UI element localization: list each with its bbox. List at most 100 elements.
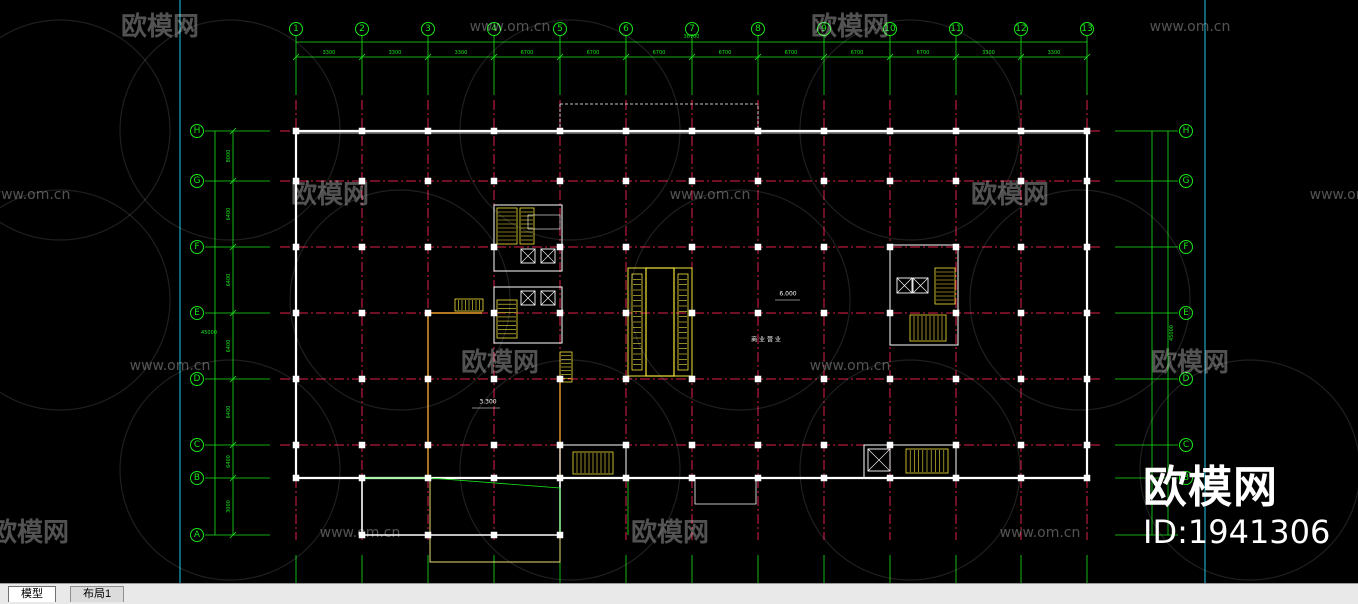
structural-column xyxy=(952,177,960,185)
structural-column xyxy=(292,177,300,185)
structural-column xyxy=(820,243,828,251)
dimension-tick xyxy=(490,53,498,61)
structural-column xyxy=(490,243,498,251)
axis-label-row-left: G xyxy=(194,176,201,186)
axis-bubble-row-left xyxy=(190,306,204,320)
structural-column xyxy=(820,127,828,135)
dimension-tick xyxy=(1017,53,1025,61)
structural-column xyxy=(952,127,960,135)
axis-bubble-col xyxy=(355,22,369,36)
watermark-url: www.om.cn xyxy=(0,187,70,203)
stair-flight xyxy=(905,448,949,474)
axis-label-col: 10 xyxy=(884,24,896,34)
structural-column xyxy=(490,531,498,539)
core-left-upper xyxy=(493,204,563,272)
axis-bubble-row-left xyxy=(190,372,204,386)
dimension-left: 8000 xyxy=(226,150,232,163)
structural-column xyxy=(490,127,498,135)
structural-column xyxy=(688,177,696,185)
dimension-tick xyxy=(292,53,300,61)
elevator-shaft xyxy=(520,290,536,306)
structural-column xyxy=(1017,309,1025,317)
watermark-url: www.om.cn xyxy=(1310,187,1358,203)
axis-bubble-row-right xyxy=(1179,438,1193,452)
axis-bubble-col xyxy=(751,22,765,36)
watermark-circle xyxy=(969,189,1191,411)
elevator-cross xyxy=(540,290,556,306)
elevator-cross xyxy=(520,290,536,306)
dimension-top: 3300 xyxy=(455,50,468,56)
structural-column xyxy=(556,309,564,317)
axis-bubble-row-left xyxy=(190,528,204,542)
axis-label-row-left: H xyxy=(194,126,201,136)
stair-elevator-cores xyxy=(454,204,959,479)
structural-column xyxy=(952,441,960,449)
structural-column xyxy=(1017,177,1025,185)
structural-column xyxy=(1017,474,1025,482)
badge-logo: 欧模网 xyxy=(1143,462,1278,513)
axis-bubble-col xyxy=(421,22,435,36)
axis-bubble-col xyxy=(685,22,699,36)
watermark-logo: 欧模网 xyxy=(291,179,369,210)
axis-bubble-col xyxy=(619,22,633,36)
structural-column xyxy=(820,441,828,449)
dimension-top: 3300 xyxy=(1048,50,1061,56)
dimension-left: 6400 xyxy=(226,406,232,419)
axis-label-col: 5 xyxy=(557,24,563,34)
dimension-left: 6400 xyxy=(226,208,232,221)
escalator-core xyxy=(645,267,675,377)
structural-column xyxy=(292,243,300,251)
structural-column xyxy=(622,375,630,383)
dimension-top: 6700 xyxy=(851,50,864,56)
structural-column xyxy=(358,243,366,251)
dimension-top-overall: 36700 xyxy=(684,34,700,40)
structural-column xyxy=(292,441,300,449)
axis-bubble-row-left xyxy=(190,471,204,485)
structural-column xyxy=(556,531,564,539)
stair-flight xyxy=(934,267,956,305)
tab-layout1[interactable]: 布局1 xyxy=(70,586,125,602)
watermark-url: www.om.cn xyxy=(1000,525,1081,541)
axis-label-row-left: D xyxy=(194,374,201,384)
structural-column xyxy=(1083,177,1091,185)
structural-column xyxy=(424,441,432,449)
axis-label-col: 6 xyxy=(623,24,629,34)
watermark-circle xyxy=(459,359,681,581)
watermark-circle xyxy=(799,19,1021,241)
structural-column xyxy=(424,309,432,317)
elevator-cross xyxy=(867,448,891,472)
dimension-tick xyxy=(229,474,237,482)
structural-column xyxy=(952,375,960,383)
dimension-left: 6400 xyxy=(226,274,232,287)
watermark-url: www.om.cn xyxy=(130,358,211,374)
elevator-shaft xyxy=(896,277,913,294)
dimension-tick xyxy=(229,127,237,135)
structural-column xyxy=(490,375,498,383)
structural-column xyxy=(622,127,630,135)
dimension-tick xyxy=(622,53,630,61)
core-right xyxy=(889,244,959,346)
dimension-left: 6400 xyxy=(226,455,232,468)
structural-column xyxy=(358,375,366,383)
stair-flight xyxy=(677,273,689,371)
elevator-shaft xyxy=(540,248,556,264)
dimension-top: 6700 xyxy=(785,50,798,56)
elevator-cross xyxy=(896,277,913,294)
axis-label-col: 7 xyxy=(689,24,695,34)
structural-column xyxy=(358,531,366,539)
structural-column xyxy=(754,243,762,251)
axis-bubble-row-left xyxy=(190,438,204,452)
structural-column xyxy=(1083,309,1091,317)
axis-bubble-row-right xyxy=(1179,306,1193,320)
tab-model[interactable]: 模型 xyxy=(8,586,56,602)
dimension-left: 6400 xyxy=(226,340,232,353)
structural-column xyxy=(886,375,894,383)
core-room xyxy=(527,214,561,230)
structural-column xyxy=(622,309,630,317)
room-label: 商 业 营 业 xyxy=(751,336,781,344)
level-label-upper: 6.000 xyxy=(779,291,796,298)
structural-column xyxy=(358,177,366,185)
structural-column xyxy=(1083,375,1091,383)
